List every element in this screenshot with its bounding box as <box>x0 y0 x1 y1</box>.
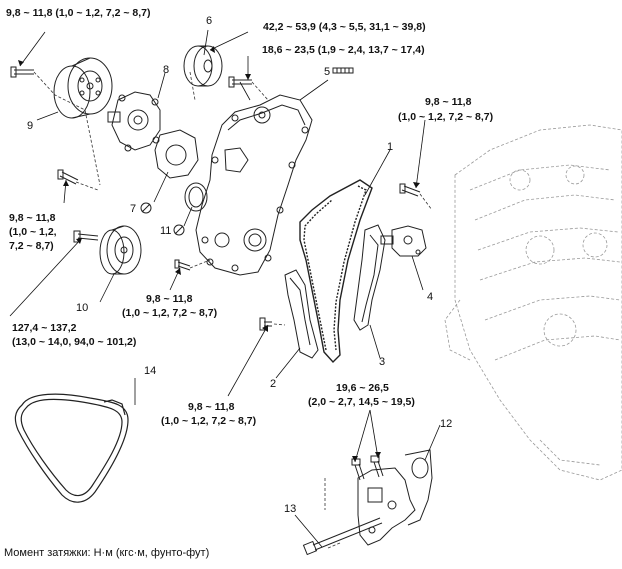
torque-label: 18,6 ~ 23,5 (1,9 ~ 2,4, 13,7 ~ 17,4) <box>262 44 425 56</box>
long-bolt <box>302 517 383 556</box>
engine-block <box>444 124 622 481</box>
part-number-2: 2 <box>270 378 277 390</box>
torque-label: (1,0 ~ 1,2, 7,2 ~ 8,7) <box>398 111 494 123</box>
part-number-3: 3 <box>379 356 386 368</box>
part-number-12: 12 <box>440 418 453 430</box>
part-number-13: 13 <box>284 503 297 515</box>
torque-label: 9,8 ~ 11,8 <box>425 96 472 108</box>
oil-seal <box>184 182 208 212</box>
crankshaft-pulley <box>99 225 142 275</box>
part-number-9: 9 <box>27 120 34 132</box>
timing-chain <box>299 179 373 364</box>
part-number-14: 14 <box>144 365 157 377</box>
torque-label: 9,8 ~ 11,8 <box>188 401 235 413</box>
torque-label: 42,2 ~ 53,9 (4,3 ~ 5,5, 31,1 ~ 39,8) <box>263 21 426 33</box>
chain-tensioner <box>380 225 427 257</box>
torque-label: 19,6 ~ 26,5 <box>336 382 389 394</box>
dowel-pin <box>332 67 354 74</box>
water-pump-pulley <box>53 57 113 119</box>
no-reuse-icon <box>140 202 152 214</box>
part-number-1: 1 <box>387 141 394 153</box>
drive-belt <box>14 393 129 503</box>
water-pump-gasket <box>154 129 199 179</box>
torque-label: 9,8 ~ 11,8 <box>146 293 193 305</box>
part-number-7: 7 <box>130 203 137 215</box>
torque-unit-caption: Момент затяжки: Н·м (кгс·м, фунто-фут) <box>4 547 210 559</box>
part-number-8: 8 <box>163 64 170 76</box>
torque-label: (1,0 ~ 1,2, 7,2 ~ 8,7) <box>161 415 257 427</box>
torque-label: (1,0 ~ 1,2, 7,2 ~ 8,7) <box>122 307 218 319</box>
chain-guide <box>284 269 319 359</box>
part-number-4: 4 <box>427 291 434 303</box>
torque-label: (2,0 ~ 2,7, 14,5 ~ 19,5) <box>308 396 415 408</box>
part-number-10: 10 <box>76 302 89 314</box>
torque-label: (13,0 ~ 14,0, 94,0 ~ 101,2) <box>12 336 137 348</box>
tensioner-arm <box>353 224 386 331</box>
part-number-11: 11 <box>160 225 172 237</box>
torque-label: 7,2 ~ 8,7) <box>9 240 54 252</box>
torque-label: 9,8 ~ 11,8 (1,0 ~ 1,2, 7,2 ~ 8,7) <box>6 7 151 19</box>
idler-pulley <box>183 45 223 87</box>
torque-label: (1,0 ~ 1,2, <box>9 226 57 238</box>
no-reuse-icon <box>173 224 185 236</box>
timing-chain-cover <box>195 94 313 276</box>
part-number-5: 5 <box>324 66 331 78</box>
small-bolts <box>10 66 421 481</box>
torque-label: 9,8 ~ 11,8 <box>9 212 56 224</box>
tensioner-bracket <box>357 449 433 546</box>
part-number-6: 6 <box>206 15 213 27</box>
water-pump <box>107 91 161 152</box>
torque-label: 127,4 ~ 137,2 <box>12 322 77 334</box>
